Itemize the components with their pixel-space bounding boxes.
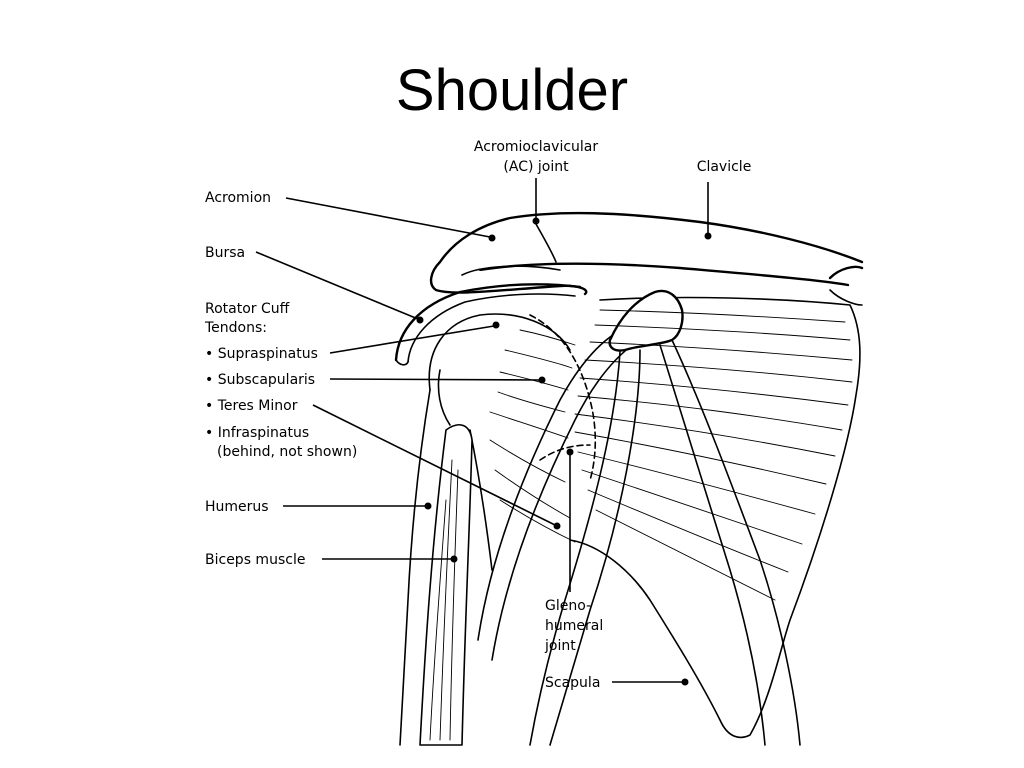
label-scapula-text: Scapula — [545, 675, 600, 691]
label-acromioclavicular: Acromioclavicular (AC) joint — [474, 139, 599, 225]
label-acromion-text: Acromion — [205, 190, 271, 206]
label-teres-minor: • Teres Minor — [205, 398, 561, 530]
scapula-blade — [569, 296, 861, 739]
muscle-fibers — [489, 309, 853, 601]
label-ac-line1: Acromioclavicular — [474, 139, 599, 155]
bursa-sac-inner — [407, 293, 576, 363]
acromion-inner — [461, 265, 561, 276]
label-supraspinatus-text: • Supraspinatus — [205, 346, 318, 362]
label-subscapularis-text: • Subscapularis — [205, 372, 315, 388]
label-acromion: Acromion — [205, 190, 496, 242]
label-gleno-line2: humeral — [545, 618, 603, 634]
long-band-3 — [549, 349, 641, 746]
label-infraspinatus: • Infraspinatus (behind, not shown) — [205, 425, 357, 460]
label-subscapularis: • Subscapularis — [205, 372, 546, 388]
label-scapula: Scapula — [545, 675, 689, 691]
humerus-right-edge — [469, 429, 493, 571]
label-humerus: Humerus — [205, 499, 432, 515]
clavicle-end — [828, 265, 864, 280]
label-biceps: Biceps muscle — [205, 552, 458, 568]
clavicle-end-lower — [829, 289, 863, 306]
label-bursa: Bursa — [205, 245, 424, 324]
ac-joint-line — [535, 223, 557, 263]
label-clavicle: Clavicle — [697, 159, 752, 240]
label-rotator-cuff-line2: Tendons: — [204, 320, 267, 336]
anatomy-illustration — [394, 211, 864, 746]
label-gleno-line1: Gleno- — [545, 598, 591, 614]
humeral-head-shade — [437, 369, 451, 426]
label-ac-line2: (AC) joint — [503, 159, 569, 175]
label-infraspinatus-line1: • Infraspinatus — [205, 425, 309, 441]
humerus-left-edge — [399, 389, 431, 746]
label-clavicle-text: Clavicle — [697, 159, 752, 175]
label-biceps-text: Biceps muscle — [205, 552, 305, 568]
clavicle-bone-lower — [478, 262, 850, 287]
label-glenohumeral: Gleno- humeral joint — [544, 448, 603, 654]
long-band-2 — [659, 344, 766, 746]
humeral-head — [428, 313, 571, 391]
glenohumeral-dashed — [529, 314, 597, 481]
label-bursa-text: Bursa — [205, 245, 245, 261]
label-gleno-line3: joint — [544, 638, 576, 654]
bursa-end — [395, 359, 409, 366]
slide-title: Shoulder — [395, 58, 629, 123]
label-humerus-text: Humerus — [205, 499, 269, 515]
long-band-1 — [671, 339, 801, 746]
label-supraspinatus: • Supraspinatus — [205, 321, 500, 362]
label-rotator-cuff-line1: Rotator Cuff — [205, 301, 290, 317]
label-rotator-cuff: Rotator Cuff Tendons: — [204, 301, 290, 336]
glenohumeral-dashed-2 — [539, 444, 591, 461]
coracoid-process — [608, 289, 684, 352]
label-infraspinatus-line2: (behind, not shown) — [217, 444, 357, 460]
bursa-sac — [394, 283, 582, 362]
label-teres-minor-text: • Teres Minor — [205, 398, 298, 414]
clavicle-bone — [438, 211, 864, 264]
long-band-4 — [529, 351, 621, 746]
